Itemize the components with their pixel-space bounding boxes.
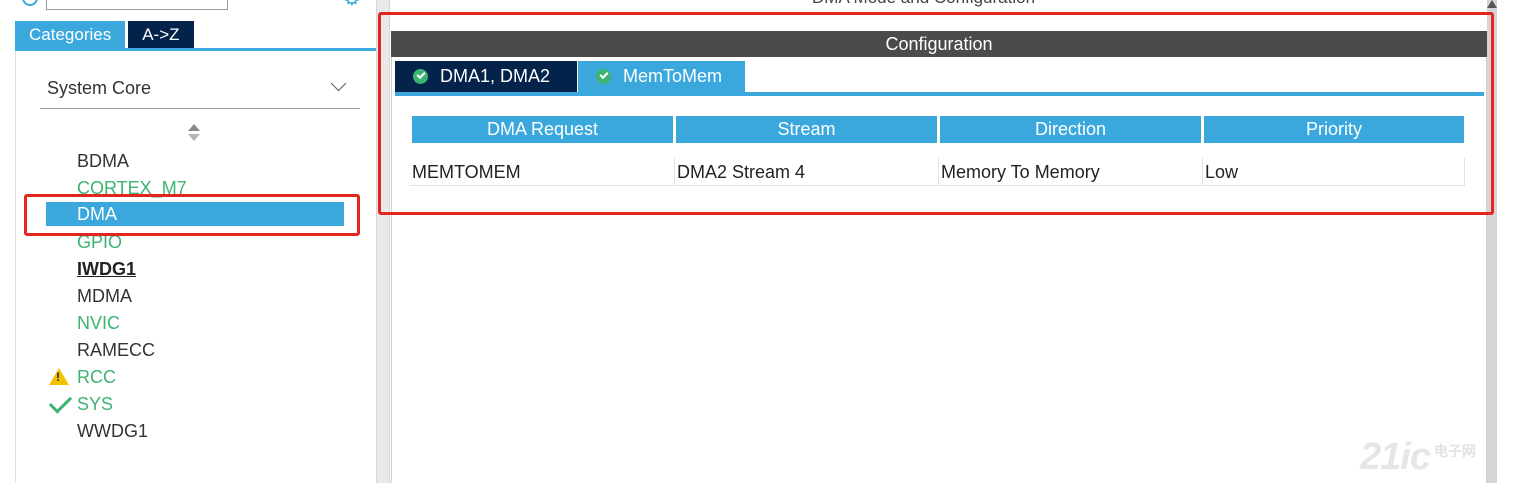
table-cell-priority[interactable]: Low <box>1203 158 1465 186</box>
highlight-box-configuration <box>378 12 1494 215</box>
scroll-up-icon[interactable] <box>1487 0 1497 8</box>
table-cell-dma-request[interactable]: MEMTOMEM <box>410 158 675 186</box>
sort-up-icon <box>188 124 200 131</box>
tab-dma1-dma2[interactable]: DMA1, DMA2 <box>395 61 577 92</box>
tab-memtomem[interactable]: MemToMem <box>578 61 745 92</box>
check-icon <box>48 390 73 414</box>
mode-title: DMA Mode and Configuration <box>812 0 1035 8</box>
configuration-frame <box>391 57 1487 483</box>
category-select[interactable]: System Core <box>40 72 360 109</box>
tabs-underline <box>15 48 378 51</box>
tab-categories[interactable]: Categories <box>15 21 126 48</box>
sidebar-item-bdma[interactable]: BDMA <box>77 151 130 171</box>
cell-divider <box>1464 158 1465 186</box>
sidebar-item-dma[interactable]: DMA <box>46 202 344 226</box>
scrollbar[interactable] <box>1487 0 1497 483</box>
sort-icon[interactable] <box>187 124 201 144</box>
column-header-stream[interactable]: Stream <box>676 116 937 143</box>
cell-divider <box>938 158 939 186</box>
tab-label: DMA1, DMA2 <box>440 66 551 86</box>
sidebar-item-mdma[interactable]: MDMA <box>77 286 132 306</box>
sidebar-item-wwdg1[interactable]: WWDG1 <box>77 421 148 441</box>
cell-divider <box>674 158 675 186</box>
cell-divider <box>1202 158 1203 186</box>
highlight-box-dma <box>24 194 360 236</box>
sidebar-item-nvic[interactable]: NVIC <box>77 313 121 333</box>
watermark-logo: 21ic <box>1360 436 1431 478</box>
left-panel: ⚙ Categories A->Z System Core BDMA CORTE… <box>0 0 378 483</box>
check-circle-icon <box>413 69 428 84</box>
sort-down-icon <box>188 134 200 141</box>
watermark-text: 电子网 <box>1434 443 1476 459</box>
tabs-underline <box>395 92 1484 96</box>
search-input[interactable] <box>46 0 228 10</box>
divider <box>15 51 16 483</box>
column-header-direction[interactable]: Direction <box>940 116 1201 143</box>
table-cell-stream[interactable]: DMA2 Stream 4 <box>675 158 939 186</box>
check-circle-icon <box>596 69 611 84</box>
sidebar-item-ramecc[interactable]: RAMECC <box>77 340 156 360</box>
warning-icon <box>49 368 69 385</box>
category-select-value: System Core <box>47 78 152 98</box>
table-cell-direction[interactable]: Memory To Memory <box>939 158 1203 186</box>
sidebar-item-cortex-m7[interactable]: CORTEX_M7 <box>77 178 187 198</box>
tab-a-to-z[interactable]: A->Z <box>128 21 194 48</box>
tab-label: MemToMem <box>623 66 723 86</box>
search-icon[interactable] <box>22 0 38 6</box>
chevron-down-icon[interactable] <box>330 75 347 92</box>
gear-icon[interactable]: ⚙ <box>343 0 365 9</box>
sidebar-item-gpio[interactable]: GPIO <box>77 232 123 252</box>
sidebar-item-iwdg1[interactable]: IWDG1 <box>77 259 137 279</box>
column-header-dma-request[interactable]: DMA Request <box>412 116 673 143</box>
configuration-title: Configuration <box>391 31 1487 57</box>
column-header-priority[interactable]: Priority <box>1204 116 1464 143</box>
sidebar-item-rcc[interactable]: RCC <box>77 367 116 387</box>
sidebar-item-sys[interactable]: SYS <box>77 394 114 414</box>
category-tabs: Categories A->Z <box>15 21 194 48</box>
